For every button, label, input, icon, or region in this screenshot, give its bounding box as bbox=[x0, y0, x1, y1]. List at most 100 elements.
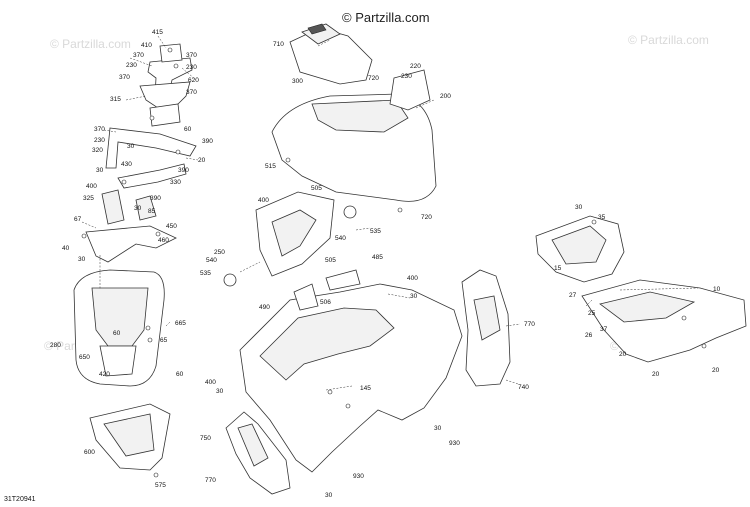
callout-85: 85 bbox=[148, 208, 156, 215]
callout-315: 315 bbox=[110, 96, 121, 103]
callout-620: 620 bbox=[188, 77, 199, 84]
callout-30: 30 bbox=[134, 205, 142, 212]
callout-400: 400 bbox=[258, 197, 269, 204]
callout-60: 60 bbox=[113, 330, 121, 337]
callout-30: 30 bbox=[410, 293, 418, 300]
left-side-panel bbox=[239, 269, 463, 473]
callout-415: 415 bbox=[152, 29, 163, 36]
callout-930: 930 bbox=[353, 473, 364, 480]
callout-450: 450 bbox=[166, 223, 177, 230]
callout-490: 490 bbox=[259, 304, 270, 311]
callout-280: 280 bbox=[50, 342, 61, 349]
callout-25: 25 bbox=[588, 310, 596, 317]
callout-30: 30 bbox=[434, 425, 442, 432]
callout-400: 400 bbox=[407, 275, 418, 282]
rear-tray bbox=[535, 215, 625, 283]
callout-650: 650 bbox=[79, 354, 90, 361]
callout-20: 20 bbox=[712, 367, 720, 374]
callout-460: 460 bbox=[158, 237, 169, 244]
callout-400: 400 bbox=[205, 379, 216, 386]
callout-370: 370 bbox=[94, 126, 105, 133]
callout-506: 506 bbox=[320, 299, 331, 306]
callout-60: 60 bbox=[184, 126, 192, 133]
callout-710: 710 bbox=[273, 41, 284, 48]
watermark-top-right: © Partzilla.com bbox=[628, 33, 709, 47]
callout-325: 325 bbox=[83, 195, 94, 202]
callout-600: 600 bbox=[84, 449, 95, 456]
callout-30: 30 bbox=[575, 204, 583, 211]
callout-20: 20 bbox=[198, 157, 206, 164]
callout-390: 390 bbox=[202, 138, 213, 145]
skid-plate-left bbox=[89, 403, 171, 478]
skid-plate-right bbox=[581, 279, 747, 363]
diagram-code: 31T20941 bbox=[4, 496, 36, 503]
callout-15: 15 bbox=[554, 265, 562, 272]
callout-230: 230 bbox=[186, 64, 197, 71]
callout-720: 720 bbox=[421, 214, 432, 221]
callout-27: 27 bbox=[569, 292, 577, 299]
callout-665: 665 bbox=[175, 320, 186, 327]
callout-930: 930 bbox=[449, 440, 460, 447]
callout-430: 430 bbox=[121, 161, 132, 168]
callout-540: 540 bbox=[335, 235, 346, 242]
tube-frame bbox=[105, 127, 197, 189]
callout-400: 400 bbox=[86, 183, 97, 190]
callout-30: 30 bbox=[127, 143, 135, 150]
callout-505: 505 bbox=[311, 185, 322, 192]
callout-420: 420 bbox=[99, 371, 110, 378]
upper-cover bbox=[289, 23, 373, 85]
callout-200: 200 bbox=[440, 93, 451, 100]
callout-740: 740 bbox=[518, 384, 529, 391]
side-deflector-right bbox=[461, 269, 511, 387]
front-fascia-frame bbox=[73, 269, 165, 387]
callout-230: 230 bbox=[401, 73, 412, 80]
callout-20: 20 bbox=[619, 351, 627, 358]
callout-30: 30 bbox=[96, 167, 104, 174]
callout-30: 30 bbox=[325, 492, 333, 499]
callout-26: 26 bbox=[585, 332, 593, 339]
callout-370: 370 bbox=[186, 89, 197, 96]
upper-support-bracket bbox=[139, 43, 193, 127]
callout-230: 230 bbox=[94, 137, 105, 144]
callout-535: 535 bbox=[200, 270, 211, 277]
callout-300: 300 bbox=[292, 78, 303, 85]
callout-535: 535 bbox=[370, 228, 381, 235]
callout-410: 410 bbox=[141, 42, 152, 49]
watermark-main: © Partzilla.com bbox=[342, 10, 430, 25]
callout-330: 330 bbox=[170, 179, 181, 186]
callout-60: 60 bbox=[176, 371, 184, 378]
callout-67: 67 bbox=[74, 216, 82, 223]
callout-250: 250 bbox=[214, 249, 225, 256]
callout-145: 145 bbox=[360, 385, 371, 392]
callout-770: 770 bbox=[524, 321, 535, 328]
callout-30: 30 bbox=[78, 256, 86, 263]
callout-370: 370 bbox=[119, 74, 130, 81]
callout-35: 35 bbox=[598, 214, 606, 221]
callout-575: 575 bbox=[155, 482, 166, 489]
lower-bracket bbox=[81, 189, 177, 263]
callout-390: 390 bbox=[150, 195, 161, 202]
callout-10: 10 bbox=[713, 286, 721, 293]
callout-540: 540 bbox=[206, 257, 217, 264]
callout-230: 230 bbox=[126, 62, 137, 69]
callout-40: 40 bbox=[62, 245, 70, 252]
watermark-top-left: © Partzilla.com bbox=[50, 37, 131, 51]
callout-750: 750 bbox=[200, 435, 211, 442]
side-deflector-left bbox=[225, 411, 291, 495]
callout-515: 515 bbox=[265, 163, 276, 170]
callout-370: 370 bbox=[133, 52, 144, 59]
callout-390: 390 bbox=[178, 167, 189, 174]
callout-220: 220 bbox=[410, 63, 421, 70]
callout-505: 505 bbox=[325, 257, 336, 264]
callout-720: 720 bbox=[368, 75, 379, 82]
center-support-bracket bbox=[223, 191, 357, 287]
callout-485: 485 bbox=[372, 254, 383, 261]
callout-770: 770 bbox=[205, 477, 216, 484]
callout-20: 20 bbox=[652, 371, 660, 378]
callout-370: 370 bbox=[186, 52, 197, 59]
callout-37: 37 bbox=[600, 326, 608, 333]
callout-30: 30 bbox=[216, 388, 224, 395]
callout-labels: 415 410 370 370 230 230 370 620 370 315 … bbox=[50, 29, 721, 499]
callout-65: 65 bbox=[160, 337, 168, 344]
